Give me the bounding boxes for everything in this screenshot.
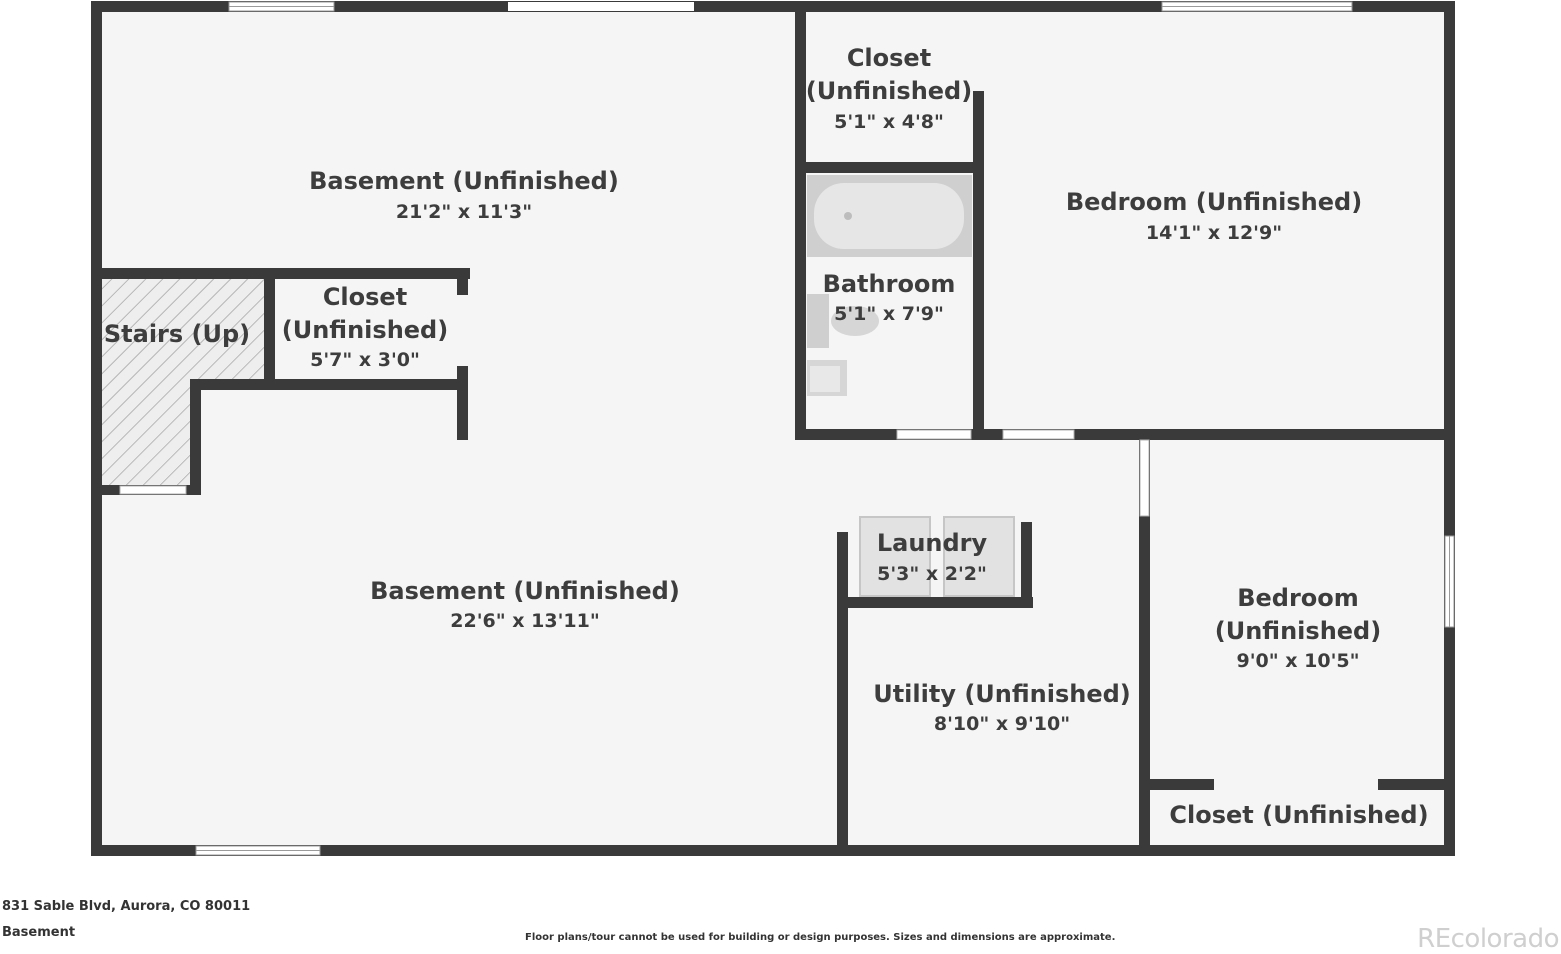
stairs-hatch <box>102 279 265 485</box>
wall-closet-bottom <box>800 162 978 173</box>
room-name-closet-top-2: (Unfinished) <box>806 77 972 105</box>
room-name-bedroom-lower-1: Bedroom <box>1237 584 1359 612</box>
door-stairs <box>119 485 187 495</box>
wall-closet-small-bottom <box>190 379 468 390</box>
wall-left <box>91 1 102 856</box>
disclaimer: Floor plans/tour cannot be used for buil… <box>525 932 1116 943</box>
sink-basin <box>810 366 840 392</box>
wall-mid-horizontal <box>795 429 1450 440</box>
door-bedroom-upper <box>1002 429 1075 440</box>
wall-closet-small-right-a <box>457 268 468 295</box>
room-dims-utility: 8'10" x 9'10" <box>934 713 1070 735</box>
room-name-closet-small-1: Closet <box>323 283 407 311</box>
wall-bottom <box>91 845 1455 856</box>
room-name-utility: Utility (Unfinished) <box>873 680 1131 708</box>
room-name-closet-top-1: Closet <box>847 44 931 72</box>
wall-utility-left <box>837 532 848 850</box>
opening-top-center <box>508 2 694 11</box>
room-name-basement-upper: Basement (Unfinished) <box>309 167 619 195</box>
room-dims-basement-lower: 22'6" x 13'11" <box>450 610 599 632</box>
room-dims-bedroom-lower: 9'0" x 10'5" <box>1236 650 1359 672</box>
room-name-bedroom-upper: Bedroom (Unfinished) <box>1066 188 1362 216</box>
wall-stairs-inner <box>190 379 201 495</box>
room-name-stairs: Stairs (Up) <box>104 320 250 348</box>
floor-name: Basement <box>2 925 76 940</box>
toilet-tank <box>807 294 829 348</box>
room-name-closet-small-2: (Unfinished) <box>282 316 448 344</box>
room-name-laundry: Laundry <box>877 529 988 557</box>
room-name-closet-bottom: Closet (Unfinished) <box>1169 801 1428 829</box>
wall-stairs-right <box>264 268 275 387</box>
wall-bedroom-lower-left <box>1139 440 1150 850</box>
room-dims-laundry: 5'3" x 2'2" <box>877 563 987 585</box>
bathtub-basin <box>814 183 964 249</box>
room-name-basement-lower: Basement (Unfinished) <box>370 577 680 605</box>
wall-closet-bottom-a <box>1145 779 1214 790</box>
wall-right <box>1444 1 1455 856</box>
wall-basement-divider <box>795 6 806 440</box>
dryer <box>943 516 1015 597</box>
toilet-bowl <box>831 306 879 336</box>
door-bedroom-lower <box>1139 439 1150 517</box>
room-name-bathroom: Bathroom <box>823 270 956 298</box>
wall-closet-small-right-b <box>457 366 468 440</box>
room-dims-closet-small: 5'7" x 3'0" <box>310 349 420 371</box>
room-labels: Basement (Unfinished) 21'2" x 11'3" Clos… <box>104 44 1429 829</box>
room-name-bedroom-lower-2: (Unfinished) <box>1215 617 1381 645</box>
wall-closet-small-top <box>96 268 470 279</box>
wall-top <box>91 1 1455 12</box>
bathtub-drain <box>844 212 852 220</box>
property-address: 831 Sable Blvd, Aurora, CO 80011 <box>2 899 251 914</box>
wall-bathroom-bedroom <box>973 91 984 440</box>
washer <box>859 516 931 597</box>
room-dims-bathroom: 5'1" x 7'9" <box>834 303 944 325</box>
room-dims-closet-top: 5'1" x 4'8" <box>834 111 944 133</box>
floor-area <box>96 6 1450 851</box>
room-dims-bedroom-upper: 14'1" x 12'9" <box>1146 222 1282 244</box>
watermark-logo: REcolorado <box>1417 924 1559 954</box>
wall-laundry-bottom <box>843 597 1033 608</box>
bathroom-fixtures <box>807 175 972 396</box>
wall-closet-bottom-b <box>1378 779 1450 790</box>
room-dims-basement-upper: 21'2" x 11'3" <box>396 201 532 223</box>
wall-laundry-right <box>1021 522 1032 608</box>
door-bathroom <box>896 429 972 440</box>
openings <box>119 1 1455 856</box>
laundry-appliances <box>859 516 1015 597</box>
